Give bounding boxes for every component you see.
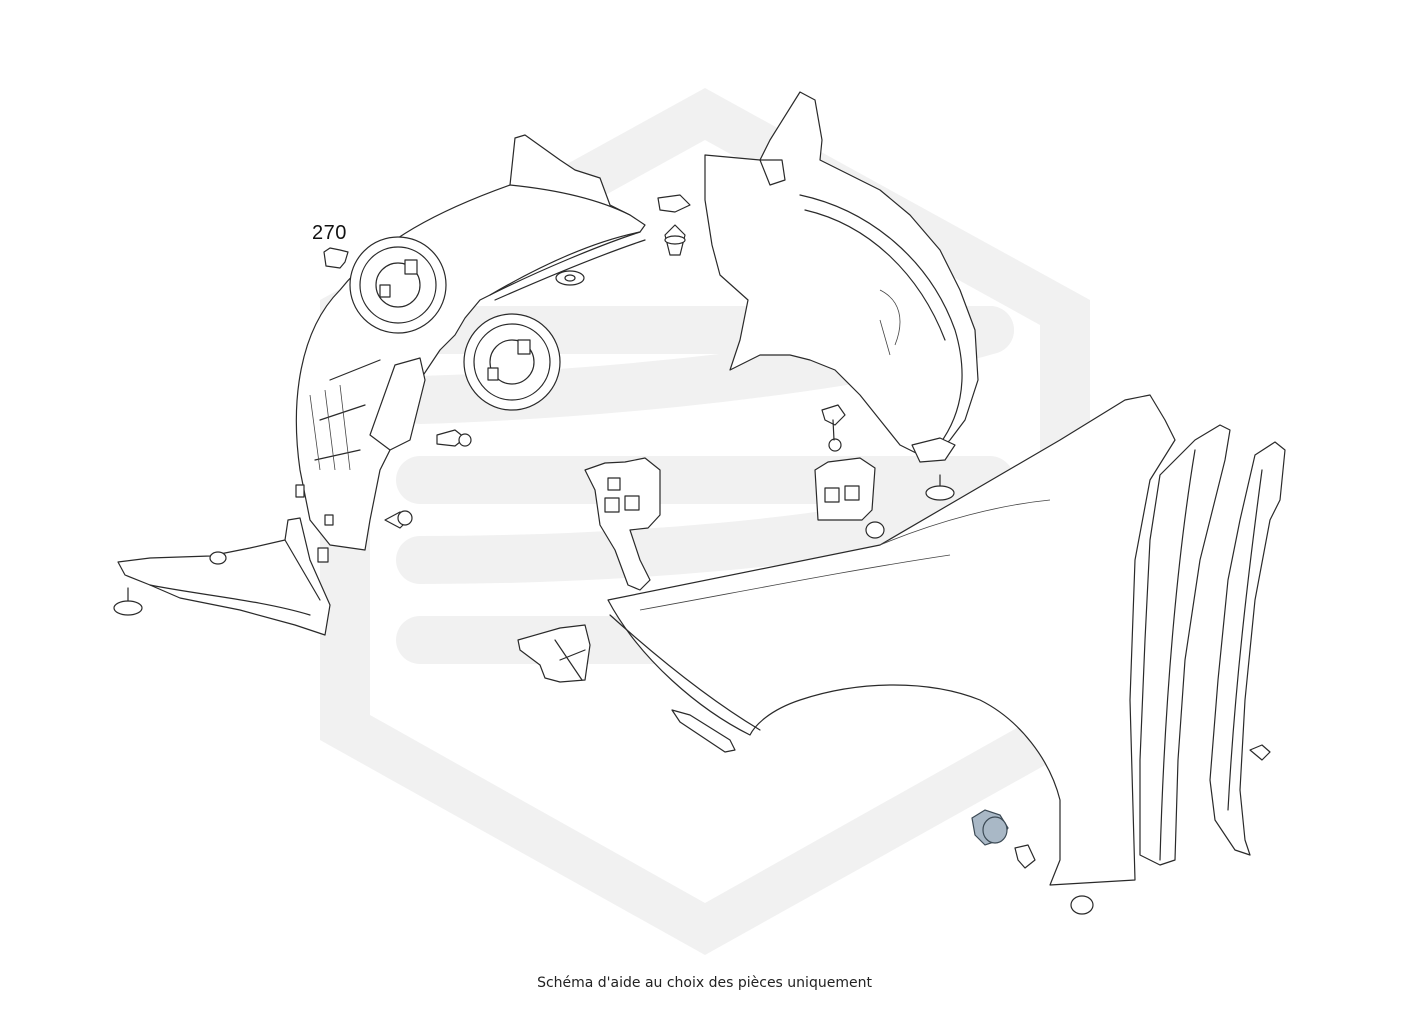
headlamp-mounting-bracket[interactable] [517,624,591,683]
arch-liner-access-cover-upper[interactable] [349,236,447,334]
lower-splash-shield[interactable] [117,517,331,636]
front-wheel-arch-liner[interactable] [295,134,646,551]
fender-lower-clip-strip[interactable] [671,709,736,753]
fastener-nut[interactable] [555,270,585,286]
front-fender-panel[interactable] [607,394,1176,886]
fastener-clip[interactable] [657,194,691,213]
fastener-screw[interactable] [664,224,686,256]
fastener-bolt-fender[interactable] [1014,844,1094,915]
fastener-screw-moulding[interactable] [1249,744,1271,761]
a-pillar-seal-strip[interactable] [1209,441,1286,856]
part-270-clip[interactable] [323,247,349,269]
part-number-callout: 270 [312,222,347,244]
fastener-push-rivet[interactable] [436,429,472,447]
diagram-footer-caption: Schéma d'aide au choix des pièces unique… [537,975,872,991]
fastener-screw-left-liner[interactable] [384,510,413,529]
fastener-bolt-bracket[interactable] [821,404,846,452]
fender-mounting-bracket-right[interactable] [759,159,876,521]
arch-liner-access-cover-lower[interactable] [463,313,561,411]
fastener-nut-bracket[interactable] [865,521,885,539]
fender-side-moulding[interactable] [1139,424,1231,866]
fastener-screw-splash-shield[interactable] [113,587,143,616]
fastener-screw-rear-liner[interactable] [925,474,955,501]
selected-part-fastener[interactable] [971,809,1009,846]
fender-mounting-bracket-left[interactable] [584,457,661,591]
